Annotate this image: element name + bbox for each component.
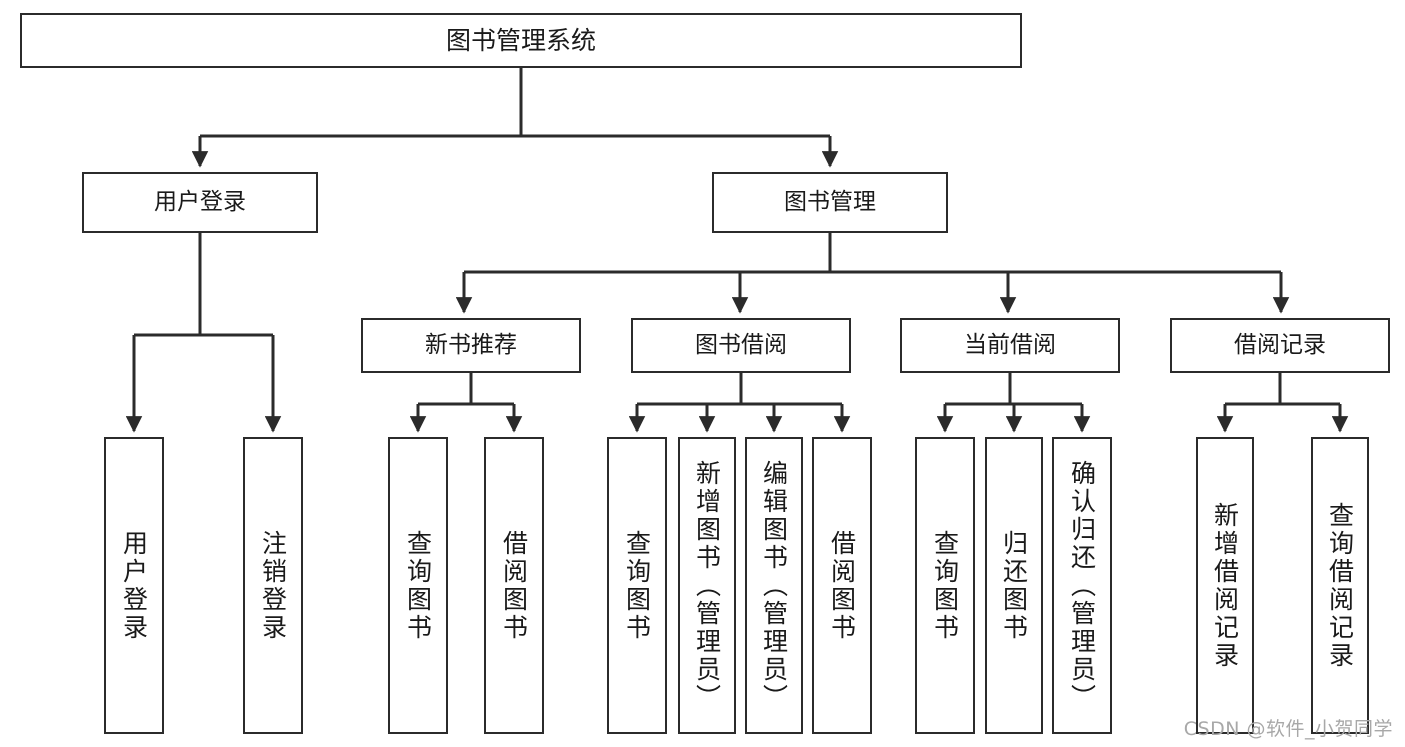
node-leaf-edit-book-label: 编辑图书（管理员） (759, 459, 789, 712)
node-leaf-return-book[interactable]: 归还图书 (985, 437, 1043, 734)
node-user-login-label: 用户登录 (154, 189, 246, 216)
node-leaf-logout[interactable]: 注销登录 (243, 437, 303, 734)
node-leaf-query-record[interactable]: 查询借阅记录 (1311, 437, 1369, 734)
node-leaf-query-book-3-label: 查询图书 (930, 529, 960, 642)
node-leaf-user-login[interactable]: 用户登录 (104, 437, 164, 734)
node-leaf-query-book-1[interactable]: 查询图书 (388, 437, 448, 734)
node-new-book-rec-label: 新书推荐 (425, 332, 517, 359)
node-current-borrow[interactable]: 当前借阅 (900, 318, 1120, 373)
node-leaf-add-book[interactable]: 新增图书（管理员） (678, 437, 736, 734)
node-leaf-query-book-2[interactable]: 查询图书 (607, 437, 667, 734)
node-book-borrow[interactable]: 图书借阅 (631, 318, 851, 373)
node-leaf-borrow-book-1[interactable]: 借阅图书 (484, 437, 544, 734)
node-leaf-confirm-return[interactable]: 确认归还（管理员） (1052, 437, 1112, 734)
node-leaf-confirm-return-label: 确认归还（管理员） (1067, 459, 1097, 712)
node-leaf-logout-label: 注销登录 (258, 529, 288, 642)
node-book-borrow-label: 图书借阅 (695, 332, 787, 359)
node-borrow-record[interactable]: 借阅记录 (1170, 318, 1390, 373)
node-leaf-borrow-book-2-label: 借阅图书 (827, 529, 857, 642)
node-root-label: 图书管理系统 (445, 26, 596, 55)
node-leaf-return-book-label: 归还图书 (999, 529, 1029, 642)
node-leaf-borrow-book-2[interactable]: 借阅图书 (812, 437, 872, 734)
node-leaf-query-book-2-label: 查询图书 (622, 529, 652, 642)
node-leaf-edit-book[interactable]: 编辑图书（管理员） (745, 437, 803, 734)
node-leaf-borrow-book-1-label: 借阅图书 (499, 529, 529, 642)
node-leaf-query-book-1-label: 查询图书 (403, 529, 433, 642)
node-leaf-user-login-label: 用户登录 (119, 529, 149, 642)
node-leaf-query-record-label: 查询借阅记录 (1325, 501, 1355, 670)
node-book-manage-label: 图书管理 (784, 189, 876, 216)
node-leaf-add-record-label: 新增借阅记录 (1210, 501, 1240, 670)
node-borrow-record-label: 借阅记录 (1234, 332, 1326, 359)
node-leaf-add-book-label: 新增图书（管理员） (692, 459, 722, 712)
watermark-text: CSDN @软件_小贺同学 (1183, 718, 1393, 740)
node-leaf-query-book-3[interactable]: 查询图书 (915, 437, 975, 734)
node-leaf-add-record[interactable]: 新增借阅记录 (1196, 437, 1254, 734)
node-root-system[interactable]: 图书管理系统 (20, 13, 1022, 68)
node-current-borrow-label: 当前借阅 (964, 332, 1056, 359)
node-user-login[interactable]: 用户登录 (82, 172, 318, 233)
node-new-book-rec[interactable]: 新书推荐 (361, 318, 581, 373)
node-book-manage[interactable]: 图书管理 (712, 172, 948, 233)
